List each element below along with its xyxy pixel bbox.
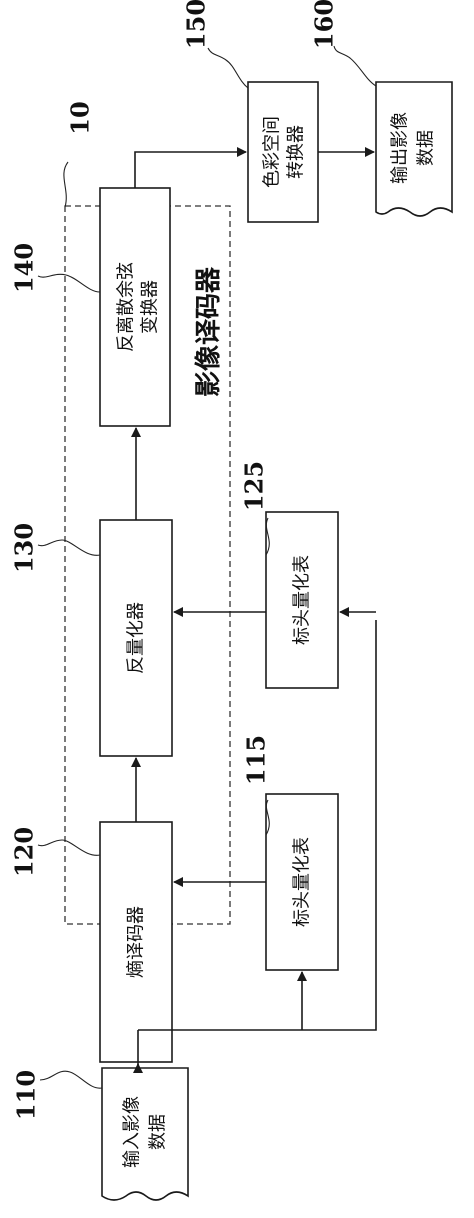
color-space-converter-ref-leader [207,47,249,89]
entropy-decoder-block [99,821,173,1063]
input-ref: 110 [12,1070,41,1120]
output-block-label-line2: 数据 [416,130,437,166]
output-image-data-block [375,81,453,217]
output-ref: 160 [310,0,339,49]
decoder-title: 影像译码器 [194,266,224,397]
color-space-converter-label-line1: 色彩空间 [262,116,283,188]
output-ref-leader [333,45,377,87]
idct-label-line1: 反离散余弦 [116,262,137,352]
color-space-converter-ref: 150 [182,0,211,49]
decoder-ref-leader [63,161,69,208]
color-space-converter-label-line2: 转换器 [286,125,307,179]
header-quant-table-115-ref-leader [265,799,270,836]
entropy-decoder-label: 熵译码器 [126,906,147,978]
input-block-label-line1: 输入影像 [122,1096,143,1168]
entropy-decoder-ref: 120 [10,827,39,877]
header-quant-table-115-ref: 115 [242,735,271,785]
header-quant-table-125-label: 标头量化表 [292,555,313,645]
idct-ref: 140 [10,243,39,293]
dequantizer-label: 反量化器 [126,602,147,674]
dequantizer-ref: 130 [10,523,39,573]
entropy-decoder-ref-leader [37,839,101,856]
output-block-label-line1: 输出影像 [390,112,411,184]
arrow-idct-to-color-space-converter [134,147,247,188]
dequantizer-block [99,519,173,757]
color-space-converter-block [247,81,319,223]
dequantizer-ref-leader [37,539,101,556]
input-bus-line [138,620,377,1031]
input-ref-leader [39,1070,103,1089]
header-quant-table-115-label: 标头量化表 [292,837,313,927]
input-image-data-block [101,1067,189,1201]
input-block-label-line2: 数据 [148,1114,169,1150]
header-quant-table-125-ref-leader [265,517,270,556]
header-quant-table-125-block [265,511,339,689]
header-quant-table-125-ref: 125 [240,461,269,511]
idct-label-line2: 变换器 [140,280,161,334]
header-quant-table-115-block [265,793,339,971]
idct-ref-leader [37,273,101,293]
decoder-ref: 10 [66,101,95,134]
idct-block [99,187,171,427]
